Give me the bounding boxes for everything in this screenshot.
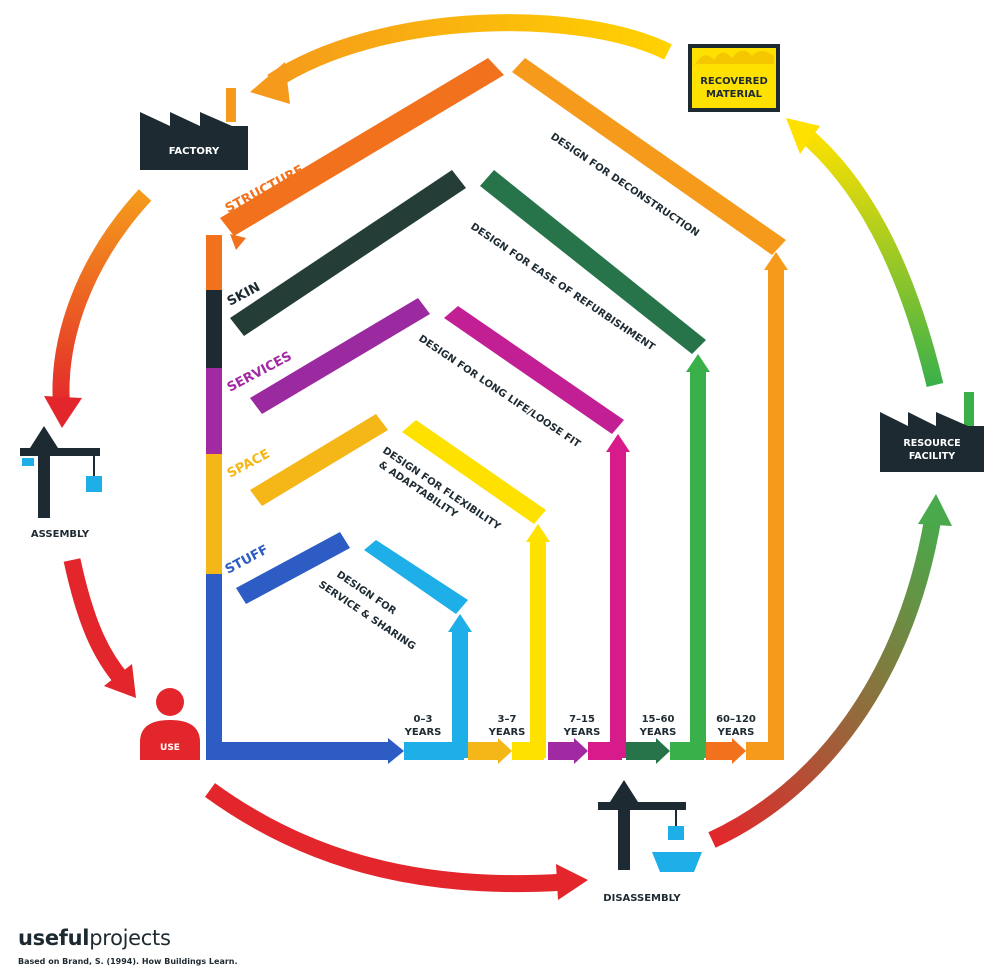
baseline-space bbox=[468, 742, 498, 760]
structure-roof-left bbox=[220, 58, 504, 236]
arrowhead-to-use bbox=[104, 664, 136, 698]
structure-roof-right bbox=[512, 58, 786, 255]
services-right-arrowhead bbox=[606, 434, 630, 452]
baseline-structure-arrowhead bbox=[732, 738, 746, 764]
baseline-stuff bbox=[206, 742, 390, 760]
years-stuff-unit: YEARS bbox=[404, 727, 442, 738]
baseline-services-arrowhead bbox=[574, 738, 588, 764]
user-icon bbox=[140, 688, 200, 760]
brand-logo-bold: useful bbox=[18, 926, 90, 950]
recovered-material-node: RECOVERED MATERIAL bbox=[688, 44, 780, 112]
factory-label: FACTORY bbox=[169, 146, 220, 157]
timeline-baseline bbox=[206, 738, 784, 764]
services-right-wall bbox=[610, 450, 626, 758]
arrowhead-to-resource bbox=[918, 494, 952, 526]
source-credit: Based on Brand, S. (1994). How Buildings… bbox=[18, 957, 238, 966]
baseline-7-15 bbox=[588, 742, 622, 760]
resource-facility-node: RESOURCE FACILITY bbox=[880, 392, 984, 472]
structure-left-wall bbox=[206, 235, 222, 290]
stuff-right-wall bbox=[452, 630, 468, 758]
crane-icon bbox=[20, 426, 102, 518]
resource-facility-label-1: RESOURCE bbox=[903, 438, 960, 449]
arrowhead-to-assembly bbox=[44, 396, 82, 428]
arc-factory-to-assembly bbox=[52, 189, 152, 413]
years-services-range: 7–15 bbox=[569, 714, 595, 725]
baseline-60-120 bbox=[746, 742, 784, 760]
stuff-left-wall bbox=[206, 574, 222, 758]
baseline-skin bbox=[626, 742, 656, 760]
years-structure-range: 60–120 bbox=[716, 714, 756, 725]
factory-node: FACTORY bbox=[140, 88, 248, 170]
house-layers bbox=[206, 58, 788, 764]
use-label: USE bbox=[160, 743, 180, 753]
disassembly-node: DISASSEMBLY bbox=[598, 780, 702, 904]
layer-services bbox=[206, 298, 630, 758]
years-skin-unit: YEARS bbox=[639, 727, 677, 738]
structure-right-arrowhead bbox=[764, 252, 788, 270]
baseline-15-60 bbox=[670, 742, 704, 760]
recovered-material-label-2: MATERIAL bbox=[706, 89, 763, 100]
label-stuff: STUFF bbox=[223, 542, 271, 577]
space-right-wall bbox=[530, 540, 546, 758]
skin-roof-right bbox=[480, 170, 706, 354]
arc-recovered-to-factory bbox=[267, 14, 672, 90]
outer-cycle bbox=[44, 14, 952, 900]
space-roof-right bbox=[402, 420, 546, 524]
assembly-node: ASSEMBLY bbox=[20, 426, 102, 540]
recovered-material-label-1: RECOVERED bbox=[700, 76, 768, 87]
assembly-label: ASSEMBLY bbox=[31, 529, 90, 540]
recovered-material-icon bbox=[688, 44, 780, 112]
structure-right-wall bbox=[768, 268, 784, 758]
years-structure-unit: YEARS bbox=[717, 727, 755, 738]
brand-logo: usefulprojects bbox=[18, 926, 171, 950]
crane-icon bbox=[598, 780, 702, 872]
arc-disassembly-to-resource bbox=[708, 516, 942, 848]
skin-roof-left bbox=[230, 170, 466, 336]
baseline-structure bbox=[706, 742, 732, 760]
stuff-roof-left bbox=[236, 532, 350, 604]
layer-space bbox=[206, 414, 550, 758]
services-roof-left bbox=[250, 298, 430, 414]
skin-left-wall bbox=[206, 290, 222, 368]
years-space-unit: YEARS bbox=[488, 727, 526, 738]
disassembly-label: DISASSEMBLY bbox=[603, 893, 681, 904]
arc-resource-to-recovered bbox=[796, 125, 944, 387]
years-stuff-range: 0–3 bbox=[414, 714, 433, 725]
space-left-wall bbox=[206, 454, 222, 574]
structure-arrowhead bbox=[230, 234, 246, 250]
services-roof-right bbox=[444, 306, 624, 434]
layer-skin bbox=[206, 170, 710, 758]
brand-logo-rest: projects bbox=[89, 926, 171, 950]
use-node: USE bbox=[140, 688, 200, 760]
years-skin-range: 15–60 bbox=[642, 714, 675, 725]
baseline-skin-arrowhead bbox=[656, 738, 670, 764]
baseline-0-3 bbox=[404, 742, 464, 760]
arc-assembly-to-use bbox=[63, 558, 131, 688]
label-space: SPACE bbox=[225, 447, 273, 482]
years-space-range: 3–7 bbox=[498, 714, 517, 725]
resource-facility-label-2: FACILITY bbox=[909, 451, 955, 462]
arrowhead-to-disassembly bbox=[556, 864, 588, 900]
space-right-arrowhead bbox=[526, 524, 550, 542]
skin-right-wall bbox=[690, 370, 706, 758]
baseline-3-7 bbox=[512, 742, 544, 760]
arrowhead-to-factory bbox=[250, 62, 290, 104]
space-roof-left bbox=[250, 414, 388, 506]
layer-structure bbox=[206, 58, 788, 758]
resource-facility-icon bbox=[880, 392, 984, 472]
layer-stuff bbox=[206, 532, 472, 758]
baseline-space-arrowhead bbox=[498, 738, 512, 764]
years-services-unit: YEARS bbox=[563, 727, 601, 738]
baseline-services bbox=[548, 742, 574, 760]
baseline-stuff-arrowhead bbox=[388, 738, 404, 764]
skin-right-arrowhead bbox=[686, 354, 710, 372]
factory-icon bbox=[140, 88, 248, 170]
stuff-roof-right bbox=[364, 540, 468, 614]
arc-use-to-disassembly bbox=[205, 783, 566, 893]
stuff-right-arrowhead bbox=[448, 614, 472, 632]
arrowhead-to-recovered bbox=[786, 118, 820, 154]
services-left-wall bbox=[206, 368, 222, 454]
